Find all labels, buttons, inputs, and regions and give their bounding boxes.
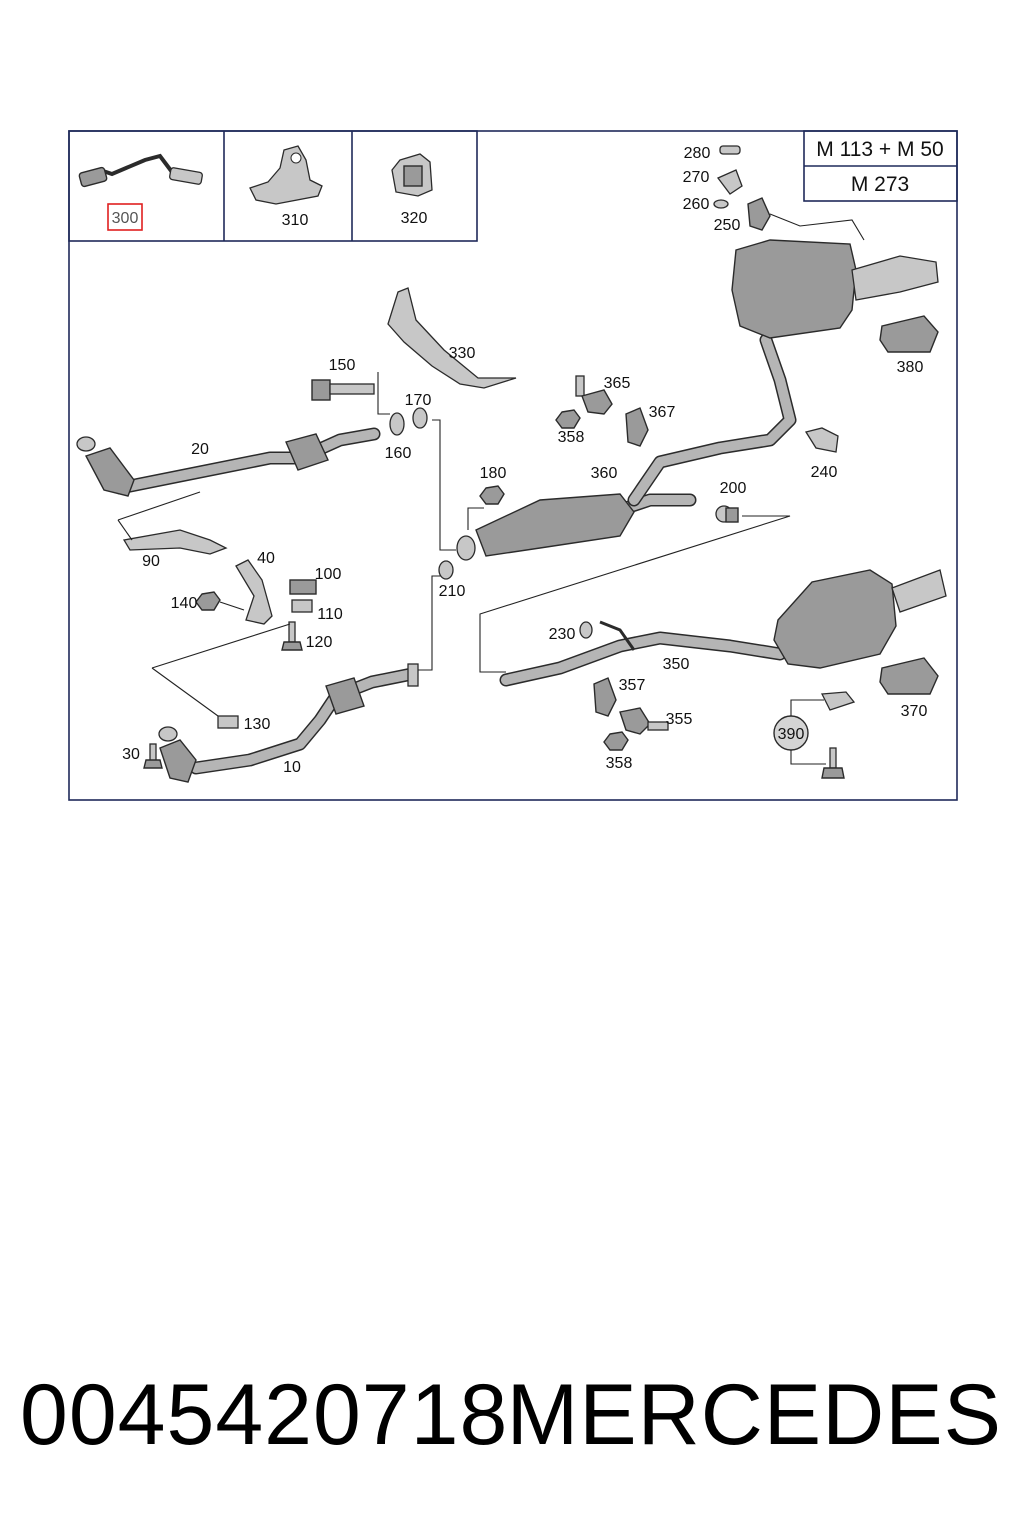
part-label-230[interactable]: 230 — [549, 626, 576, 643]
intermediate-pipe-part[interactable] — [627, 333, 797, 507]
part-label-120[interactable]: 120 — [306, 634, 333, 651]
bolt-30-part[interactable] — [143, 743, 163, 769]
plate-280-part[interactable] — [719, 145, 741, 155]
nut-180-part[interactable] — [479, 485, 505, 505]
hanger-355-part[interactable] — [619, 707, 669, 735]
ring-210-part[interactable] — [438, 560, 454, 580]
part-label-110[interactable]: 110 — [317, 606, 343, 623]
part-label-10[interactable]: 10 — [283, 759, 301, 776]
part-label-240[interactable]: 240 — [811, 464, 838, 481]
nut-358-upper-part[interactable] — [555, 409, 581, 429]
engine-label-m273: M 273 — [851, 173, 909, 196]
bolt-150-part[interactable] — [311, 379, 375, 401]
part-label-367[interactable]: 367 — [649, 404, 676, 421]
exhaust-system-diagram: M 113 + M 50 M 273 300 310 320 330 150 1… — [68, 130, 958, 801]
bracket-90-part[interactable] — [122, 529, 228, 555]
front-pipe-20-part[interactable] — [76, 427, 381, 497]
bolt-120-part[interactable] — [281, 621, 303, 651]
part-label-280[interactable]: 280 — [684, 145, 711, 162]
part-label-160[interactable]: 160 — [385, 445, 412, 462]
clip-390-part[interactable] — [820, 691, 856, 711]
tailpipe-370-part[interactable] — [879, 657, 939, 695]
part-label-358-upper[interactable]: 358 — [558, 429, 585, 446]
part-number: 0045420718 — [20, 1367, 509, 1463]
part-label-300[interactable]: 300 — [112, 210, 139, 227]
engine-label-m113-m50: M 113 + M 50 — [816, 138, 943, 161]
part-label-170[interactable]: 170 — [405, 392, 432, 409]
tailpipe-380-part[interactable] — [879, 315, 939, 353]
bracket-240-part[interactable] — [804, 427, 839, 453]
clip-320-part[interactable] — [391, 153, 433, 197]
front-pipe-10-part[interactable] — [158, 663, 419, 783]
part-label-20[interactable]: 20 — [191, 441, 209, 458]
part-label-365[interactable]: 365 — [604, 375, 631, 392]
footer: 0045420718 MERCEDES — [0, 1360, 1024, 1480]
inset-row-frame — [68, 130, 478, 242]
ring-170-part[interactable] — [412, 407, 428, 429]
part-label-140[interactable]: 140 — [171, 595, 198, 612]
clip-130-part[interactable] — [217, 715, 239, 729]
part-label-260[interactable]: 260 — [683, 196, 710, 213]
nut-140-part[interactable] — [195, 591, 221, 611]
part-label-250[interactable]: 250 — [714, 217, 741, 234]
nut-358-lower-part[interactable] — [603, 731, 629, 751]
part-label-360[interactable]: 360 — [591, 465, 618, 482]
rear-pipe-350-part[interactable] — [499, 631, 787, 687]
clamp-200-part[interactable] — [715, 505, 739, 523]
part-label-210[interactable]: 210 — [439, 583, 466, 600]
brand-name: MERCEDES — [506, 1367, 1002, 1463]
bracket-270-part[interactable] — [716, 169, 743, 195]
part-label-90[interactable]: 90 — [142, 553, 160, 570]
part-label-100[interactable]: 100 — [315, 566, 342, 583]
part-label-320[interactable]: 320 — [401, 210, 428, 227]
part-label-270[interactable]: 270 — [683, 169, 710, 186]
hanger-365-part[interactable] — [575, 375, 613, 415]
part-label-390[interactable]: 390 — [778, 726, 805, 743]
rear-muffler-upper-part[interactable] — [731, 239, 939, 339]
part-label-180[interactable]: 180 — [480, 465, 507, 482]
diagram-frame — [68, 130, 958, 801]
rubber-mount-250-part[interactable] — [747, 197, 771, 231]
rubber-mount-367-part[interactable] — [625, 407, 649, 447]
rear-muffler-lower-part[interactable] — [773, 569, 947, 669]
part-label-130[interactable]: 130 — [244, 716, 271, 733]
part-label-150[interactable]: 150 — [329, 357, 356, 374]
clip-110-part[interactable] — [291, 599, 313, 613]
part-label-357[interactable]: 357 — [619, 677, 646, 694]
part-label-350[interactable]: 350 — [663, 656, 690, 673]
bolt-390-part[interactable] — [821, 747, 845, 779]
hose-230-part[interactable] — [579, 620, 636, 651]
part-label-200[interactable]: 200 — [720, 480, 747, 497]
part-label-330[interactable]: 330 — [449, 345, 476, 362]
part-label-370[interactable]: 370 — [901, 703, 928, 720]
bracket-40-part[interactable] — [235, 559, 273, 625]
oxygen-sensor-part[interactable] — [78, 153, 203, 188]
part-label-358-lower[interactable]: 358 — [606, 755, 633, 772]
part-label-380[interactable]: 380 — [897, 359, 924, 376]
part-label-40[interactable]: 40 — [257, 550, 275, 567]
clamp-100-part[interactable] — [289, 579, 317, 595]
part-label-355[interactable]: 355 — [666, 711, 693, 728]
part-label-30[interactable]: 30 — [122, 746, 140, 763]
part-label-310[interactable]: 310 — [282, 212, 309, 229]
rubber-mount-357-part[interactable] — [593, 677, 617, 717]
washer-260-part[interactable] — [713, 199, 729, 209]
ring-160-part[interactable] — [389, 412, 405, 436]
heat-shield-330-part[interactable] — [387, 287, 517, 389]
highlight-box-300 — [107, 203, 143, 231]
bracket-310-part[interactable] — [249, 145, 323, 205]
center-muffler-360-part[interactable] — [456, 493, 697, 561]
